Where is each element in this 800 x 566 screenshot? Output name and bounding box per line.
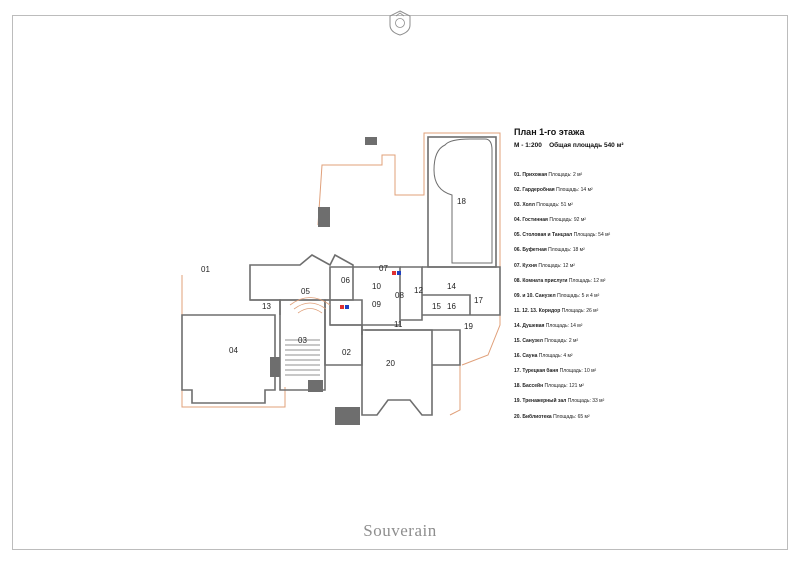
plan-scale-area: М - 1:200 Общая площадь 540 м²: [514, 142, 624, 149]
room-label-06: 06: [341, 276, 350, 285]
room-label-10: 10: [372, 282, 381, 291]
floor-plan: [170, 125, 510, 435]
room-label-11: 11: [394, 320, 403, 329]
room-label-04: 04: [229, 346, 238, 355]
legend-item: 03. Холл Площадь: 51 м²: [514, 202, 573, 209]
room-label-16: 16: [447, 302, 456, 311]
legend-item: 07. Кухня Площадь: 12 м²: [514, 262, 575, 269]
legend-item: 18. Бассейн Площадь: 121 м²: [514, 383, 584, 390]
plan-title: План 1-го этажа: [514, 127, 585, 137]
room-label-05: 05: [301, 287, 310, 296]
room-label-02: 02: [342, 348, 351, 357]
legend-item: 04. Гостинная Площадь: 92 м²: [514, 217, 586, 224]
plan-total-area: Общая площадь 540 м²: [549, 142, 624, 149]
legend-item: 17. Турецкая баня Площадь: 10 м²: [514, 368, 597, 375]
room-label-01: 01: [201, 265, 210, 274]
room-label-09: 09: [372, 300, 381, 309]
legend-item: 16. Сауна Площадь: 4 м²: [514, 353, 573, 360]
room-label-15: 15: [432, 302, 441, 311]
logo-emblem-icon: [389, 10, 411, 36]
brand-name: Souverain: [363, 521, 437, 540]
room-label-14: 14: [447, 282, 456, 291]
floor-plan-drawing: [181, 132, 501, 425]
room-label-13: 13: [262, 302, 271, 311]
room-label-07: 07: [379, 264, 388, 273]
legend-item: 06. Буфетная Площадь: 18 м²: [514, 247, 585, 254]
legend-item: 01. Прихожая Площадь: 2 м²: [514, 172, 583, 178]
legend-item: 08. Комната прислуги Площадь: 12 м²: [514, 277, 606, 284]
page-frame: [12, 15, 788, 550]
legend-item: 14. Душевая Площадь: 14 м²: [514, 322, 583, 329]
legend-item: 05. Столовая и Танцзал Площадь: 54 м²: [514, 232, 611, 239]
room-label-03: 03: [298, 336, 307, 345]
legend-item: 15. Санузел Площадь: 2 м²: [514, 338, 579, 345]
room-legend: 01. Прихожая Площадь: 2 м² 02. Гардеробн…: [514, 172, 634, 429]
room-label-20: 20: [386, 359, 395, 368]
room-label-17: 17: [474, 296, 483, 305]
legend-item: 20. Библиотека Площадь: 65 м²: [514, 413, 590, 420]
legend-item: 09. и 10. Санузел Площадь: 5 и 4 м²: [514, 292, 600, 299]
room-label-19: 19: [464, 322, 473, 331]
room-label-18: 18: [457, 197, 466, 206]
legend-item: 11. 12. 13. Коридор Площадь: 26 м²: [514, 307, 599, 314]
legend-item: 02. Гардеробная Площадь: 14 м²: [514, 187, 593, 194]
room-label-12: 12: [414, 286, 423, 295]
plan-scale: М - 1:200: [514, 142, 542, 149]
room-label-08: 08: [395, 291, 404, 300]
legend-item: 19. Тренажерный зал Площадь: 33 м²: [514, 398, 605, 405]
